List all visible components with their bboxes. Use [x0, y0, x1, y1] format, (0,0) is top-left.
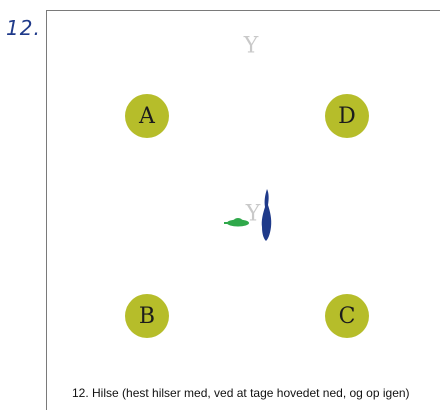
horse-icon: [261, 189, 272, 241]
marker-y-top: Y: [243, 33, 259, 59]
rider-icon: [224, 218, 249, 227]
dressage-arena: Y A D Y B C 12. Hilse (hest hilser med, …: [46, 10, 440, 410]
marker-y-center: Y: [245, 201, 261, 227]
marker-c: C: [325, 294, 369, 338]
caption: 12. Hilse (hest hilser med, ved at tage …: [72, 386, 410, 400]
marker-b: B: [125, 294, 169, 338]
marker-d: D: [325, 94, 369, 138]
page-number: 12.: [6, 16, 41, 40]
horse-rider-figure: [224, 189, 272, 241]
marker-a: A: [125, 94, 169, 138]
